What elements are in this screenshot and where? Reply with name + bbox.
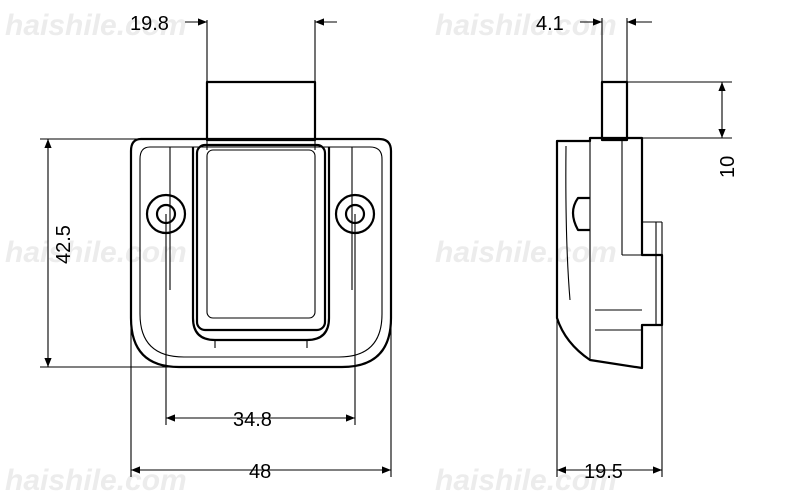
bolt-top [205, 80, 317, 142]
side-curve [565, 145, 571, 301]
watermarks: haishile.com haishile.com haishile.com h… [5, 9, 617, 497]
dimension-label: 4.1 [536, 13, 564, 35]
dimension-label: 34.8 [233, 409, 272, 431]
push-button-inner [206, 149, 316, 319]
body-outline [129, 137, 393, 369]
dimension-overall-width: 48 [130, 318, 392, 483]
dimension-label: 48 [249, 461, 271, 483]
push-button-outer [195, 143, 327, 332]
dimension-top-width: 19.8 [130, 13, 337, 82]
dimension-protrusion: 10 [627, 81, 739, 178]
watermark: haishile.com [5, 464, 187, 497]
watermark: haishile.com [435, 9, 617, 42]
dimension-thickness: 4.1 [536, 13, 652, 82]
side-view [555, 80, 664, 370]
side-screw-knob [571, 196, 590, 232]
watermark: haishile.com [5, 9, 187, 42]
dimension-label: 19.8 [130, 13, 169, 35]
body-inner-outline [139, 146, 383, 358]
front-view [129, 80, 393, 369]
body-channel [191, 147, 331, 342]
dimension-depth: 19.5 [556, 318, 663, 483]
dimension-label: 19.5 [584, 461, 623, 483]
dimension-hole-spacing: 34.8 [165, 214, 356, 431]
watermark: haishile.com [435, 236, 617, 269]
dimension-height: 42.5 [40, 138, 185, 368]
watermark: haishile.com [5, 236, 187, 269]
side-bolt [600, 80, 629, 142]
dimension-label: 10 [717, 156, 739, 178]
dimension-label: 42.5 [53, 225, 75, 264]
